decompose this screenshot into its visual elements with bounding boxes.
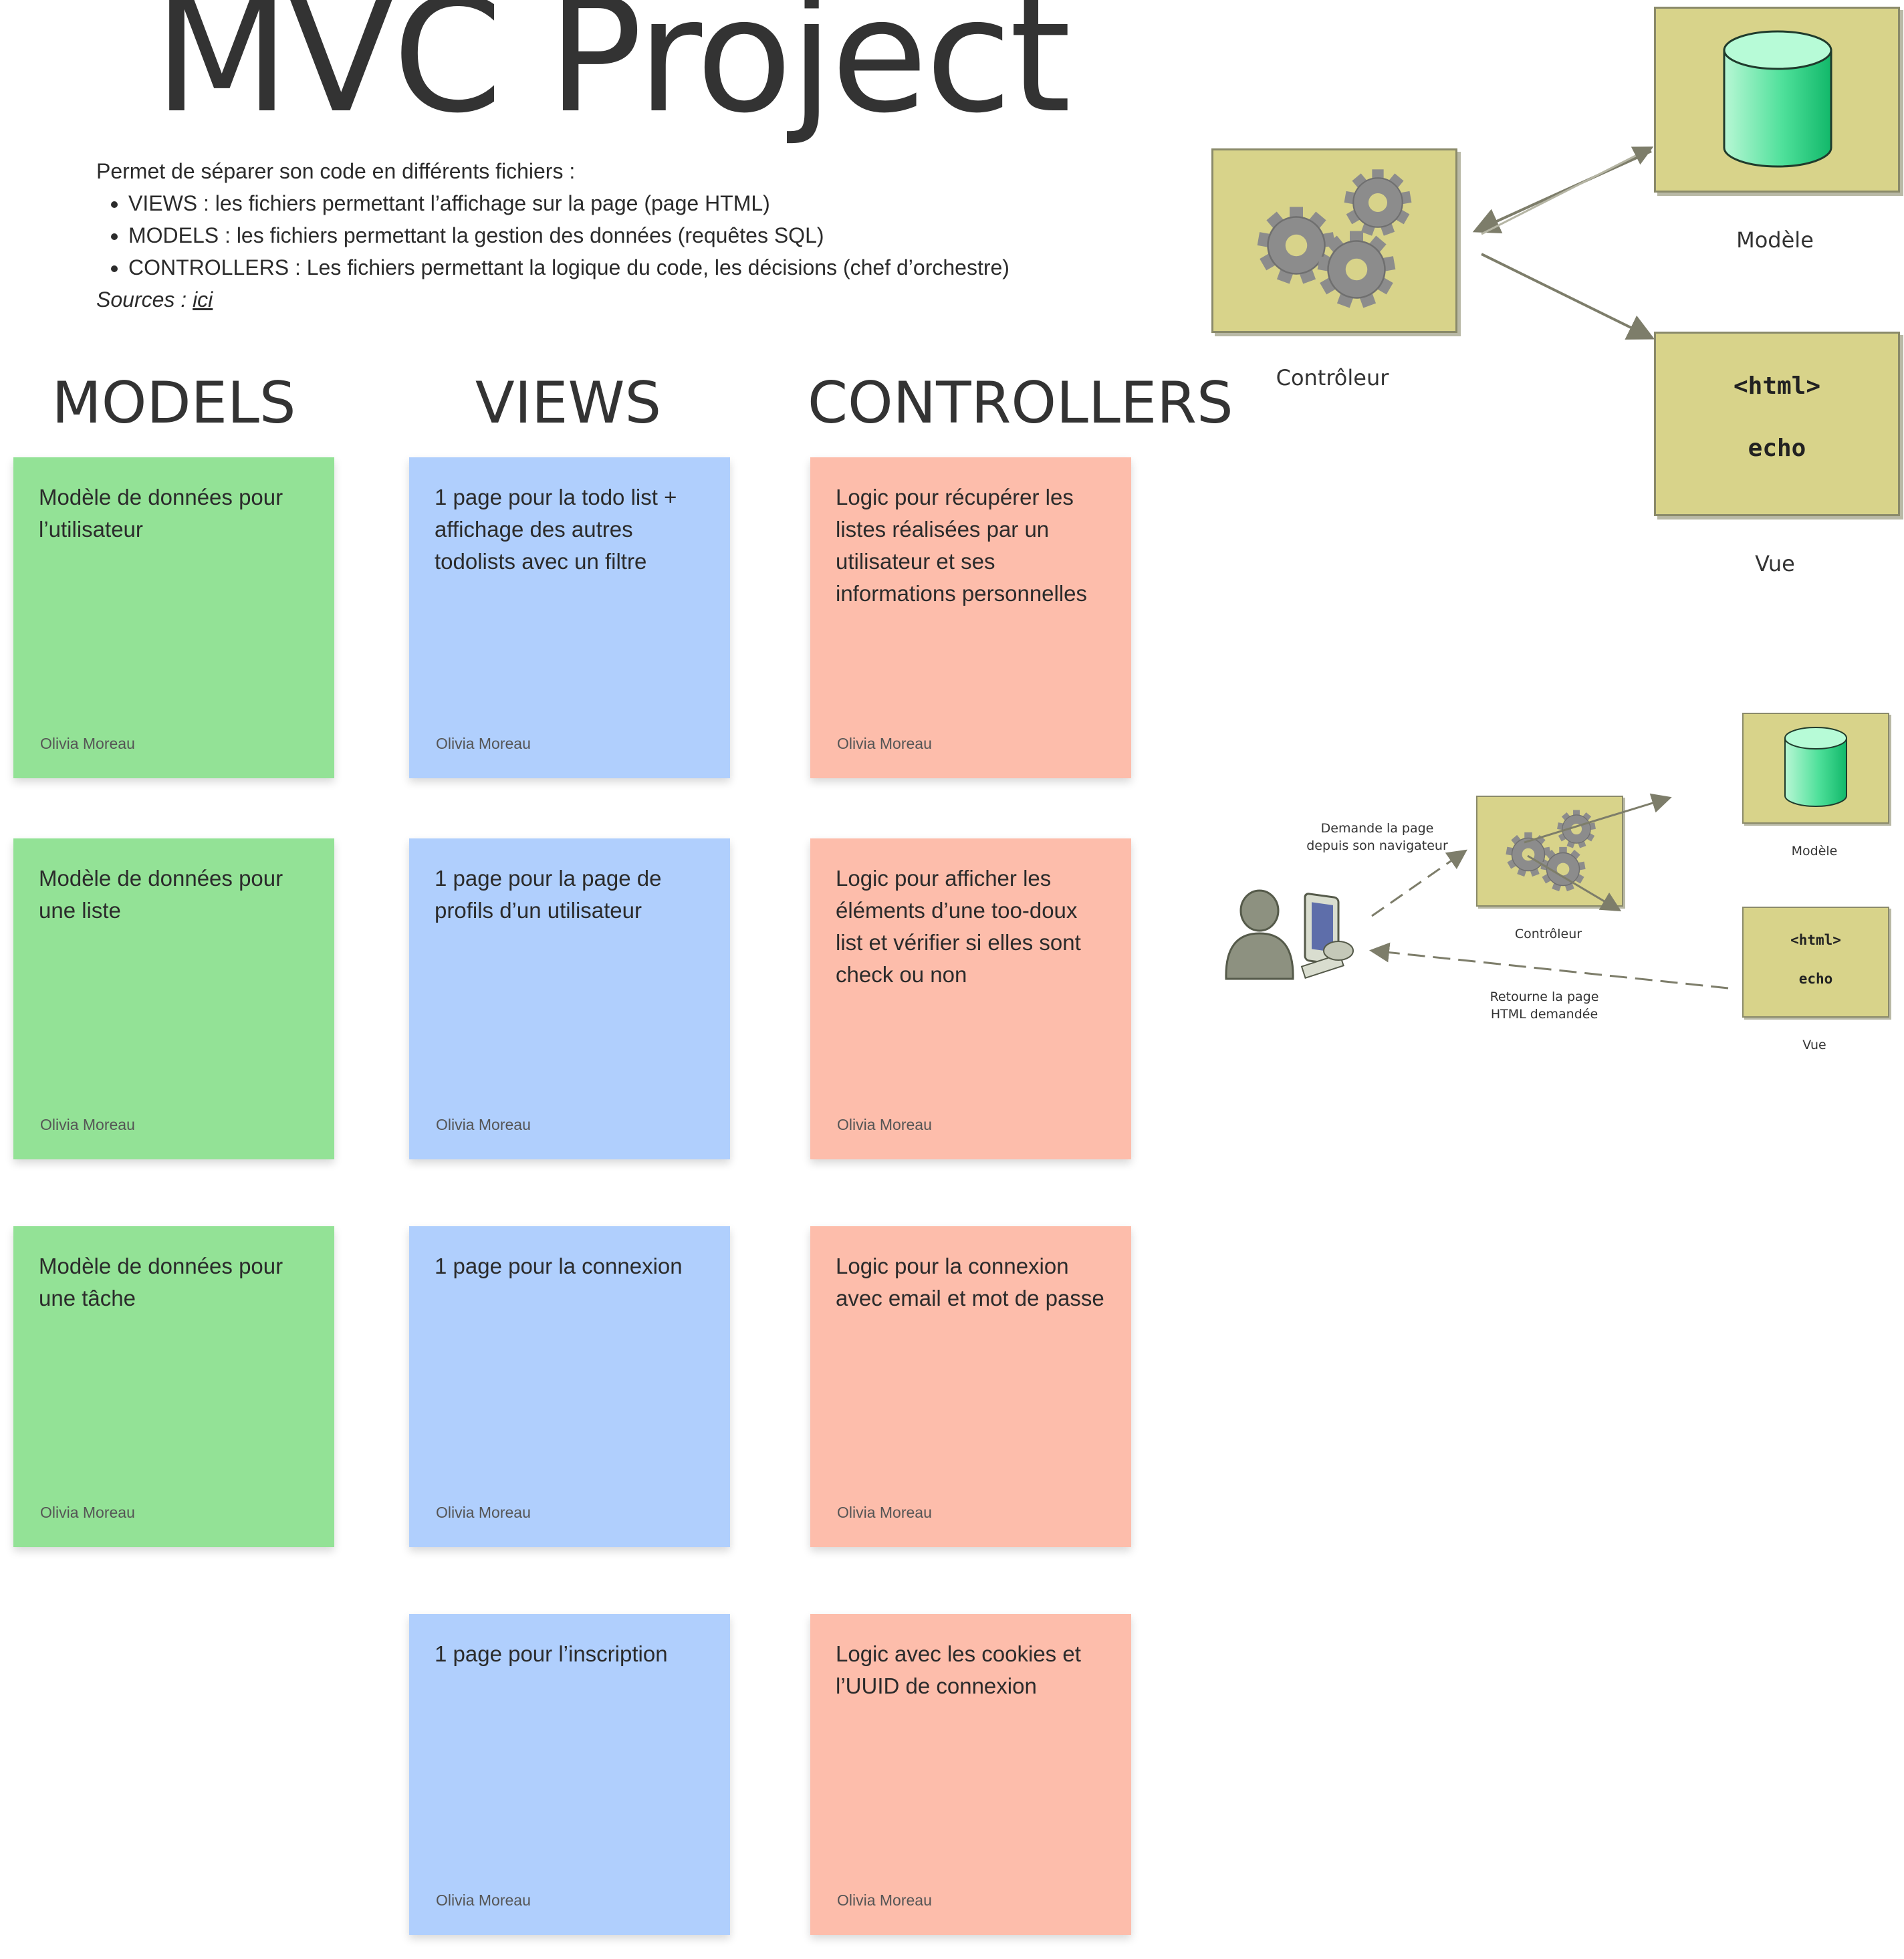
sticky-text: Logic pour la connexion avec email et mo… — [836, 1254, 1104, 1310]
request-label-line2: depuis son navigateur — [1306, 838, 1448, 853]
sticky-author: Olivia Moreau — [837, 1504, 932, 1521]
model-box-small — [1742, 713, 1889, 824]
gears-icon — [1256, 168, 1413, 309]
model-label-small: Modèle — [1791, 844, 1838, 858]
diagram-arrows — [1472, 146, 1655, 340]
sticky-note-controller-cookies[interactable]: Logic avec les cookies et l’UUID de conn… — [810, 1614, 1131, 1935]
intro-text: Permet de séparer son code en différents… — [96, 155, 1009, 316]
controller-label-small: Contrôleur — [1514, 927, 1582, 941]
intro-bullet-controllers: CONTROLLERS : Les fichiers permettant la… — [128, 251, 1009, 283]
view-label-small: Vue — [1802, 1038, 1826, 1052]
view-code-echo-small: echo — [1798, 971, 1833, 987]
sticky-text: 1 page pour la connexion — [435, 1254, 683, 1278]
sticky-author: Olivia Moreau — [436, 1116, 531, 1133]
intro-bullet-views: VIEWS : les fichiers permettant l’affich… — [128, 187, 1009, 219]
controller-box — [1211, 148, 1457, 333]
sticky-author: Olivia Moreau — [436, 735, 531, 752]
arrow-to-model — [1481, 146, 1654, 235]
sticky-text: Logic avec les cookies et l’UUID de conn… — [836, 1641, 1081, 1698]
view-label: Vue — [1755, 551, 1795, 576]
sticky-text: 1 page pour la page de profils d’un util… — [435, 866, 662, 923]
sticky-text: Modèle de données pour une liste — [39, 866, 283, 923]
sticky-author: Olivia Moreau — [837, 1891, 932, 1909]
page-title: MVC Project — [154, 0, 1071, 148]
view-box-small: <html> echo — [1742, 907, 1889, 1018]
sticky-note-controller-login[interactable]: Logic pour la connexion avec email et mo… — [810, 1226, 1131, 1547]
model-label: Modèle — [1736, 227, 1814, 253]
sticky-author: Olivia Moreau — [40, 735, 135, 752]
sticky-note-model-task[interactable]: Modèle de données pour une tâche Olivia … — [13, 1226, 334, 1547]
sticky-note-model-user[interactable]: Modèle de données pour l’utilisateur Oli… — [13, 457, 334, 778]
arrow-to-model-small — [1524, 793, 1672, 844]
view-code-html-small: <html> — [1790, 932, 1841, 948]
sticky-note-view-profile[interactable]: 1 page pour la page de profils d’un util… — [409, 838, 730, 1159]
sources-label: Sources : — [96, 287, 187, 312]
sticky-author: Olivia Moreau — [436, 1891, 531, 1909]
view-box: <html> echo — [1654, 332, 1900, 516]
arrow-to-view — [1481, 253, 1655, 340]
request-label-line1: Demande la page — [1320, 821, 1434, 836]
request-label: Demande la page depuis son navigateur — [1284, 820, 1471, 854]
intro-bullet-models: MODELS : les fichiers permettant la gest… — [128, 219, 1009, 251]
sticky-author: Olivia Moreau — [837, 735, 932, 752]
controller-box-small — [1476, 796, 1623, 907]
sticky-author: Olivia Moreau — [436, 1504, 531, 1521]
sources-link[interactable]: ici — [193, 287, 213, 312]
model-box — [1654, 7, 1900, 193]
database-icon — [1723, 30, 1832, 168]
sticky-text: 1 page pour l’inscription — [435, 1641, 668, 1666]
models-heading: MODELS — [51, 370, 296, 437]
sticky-author: Olivia Moreau — [837, 1116, 932, 1133]
sticky-text: Logic pour récupérer les listes réalisée… — [836, 485, 1088, 606]
views-heading: VIEWS — [475, 370, 662, 437]
view-code-html: <html> — [1733, 372, 1821, 400]
response-label-line2: HTML demandée — [1490, 1007, 1598, 1022]
user-computer-icon — [1225, 889, 1354, 980]
sticky-note-view-login[interactable]: 1 page pour la connexion Olivia Moreau — [409, 1226, 730, 1547]
sticky-text: Modèle de données pour l’utilisateur — [39, 485, 283, 542]
intro-bullets: VIEWS : les fichiers permettant l’affich… — [96, 187, 1009, 283]
sticky-note-controller-lists[interactable]: Logic pour récupérer les listes réalisée… — [810, 457, 1131, 778]
sticky-text: Modèle de données pour une tâche — [39, 1254, 283, 1310]
sticky-text: Logic pour afficher les éléments d’une t… — [836, 866, 1081, 987]
sticky-author: Olivia Moreau — [40, 1504, 135, 1521]
response-label-line1: Retourne la page — [1490, 990, 1599, 1004]
sources-line: Sources : ici — [96, 283, 1009, 316]
sticky-text: 1 page pour la todo list + affichage des… — [435, 485, 677, 574]
sticky-note-view-todolist[interactable]: 1 page pour la todo list + affichage des… — [409, 457, 730, 778]
diagram-arrows-small — [1369, 793, 1729, 990]
sticky-note-model-list[interactable]: Modèle de données pour une liste Olivia … — [13, 838, 334, 1159]
intro-line: Permet de séparer son code en différents… — [96, 159, 576, 183]
controllers-heading: CONTROLLERS — [808, 370, 1233, 437]
request-arrow — [1371, 849, 1467, 917]
response-arrow — [1369, 942, 1729, 990]
sticky-note-view-signup[interactable]: 1 page pour l’inscription Olivia Moreau — [409, 1614, 730, 1935]
sticky-note-controller-items[interactable]: Logic pour afficher les éléments d’une t… — [810, 838, 1131, 1159]
controller-label: Contrôleur — [1276, 365, 1389, 390]
view-code-echo: echo — [1748, 435, 1806, 462]
arrow-to-controller — [1472, 150, 1652, 233]
sticky-author: Olivia Moreau — [40, 1116, 135, 1133]
response-label: Retourne la page HTML demandée — [1451, 988, 1638, 1023]
arrow-to-view-small — [1527, 854, 1622, 912]
database-icon-small — [1784, 727, 1847, 807]
